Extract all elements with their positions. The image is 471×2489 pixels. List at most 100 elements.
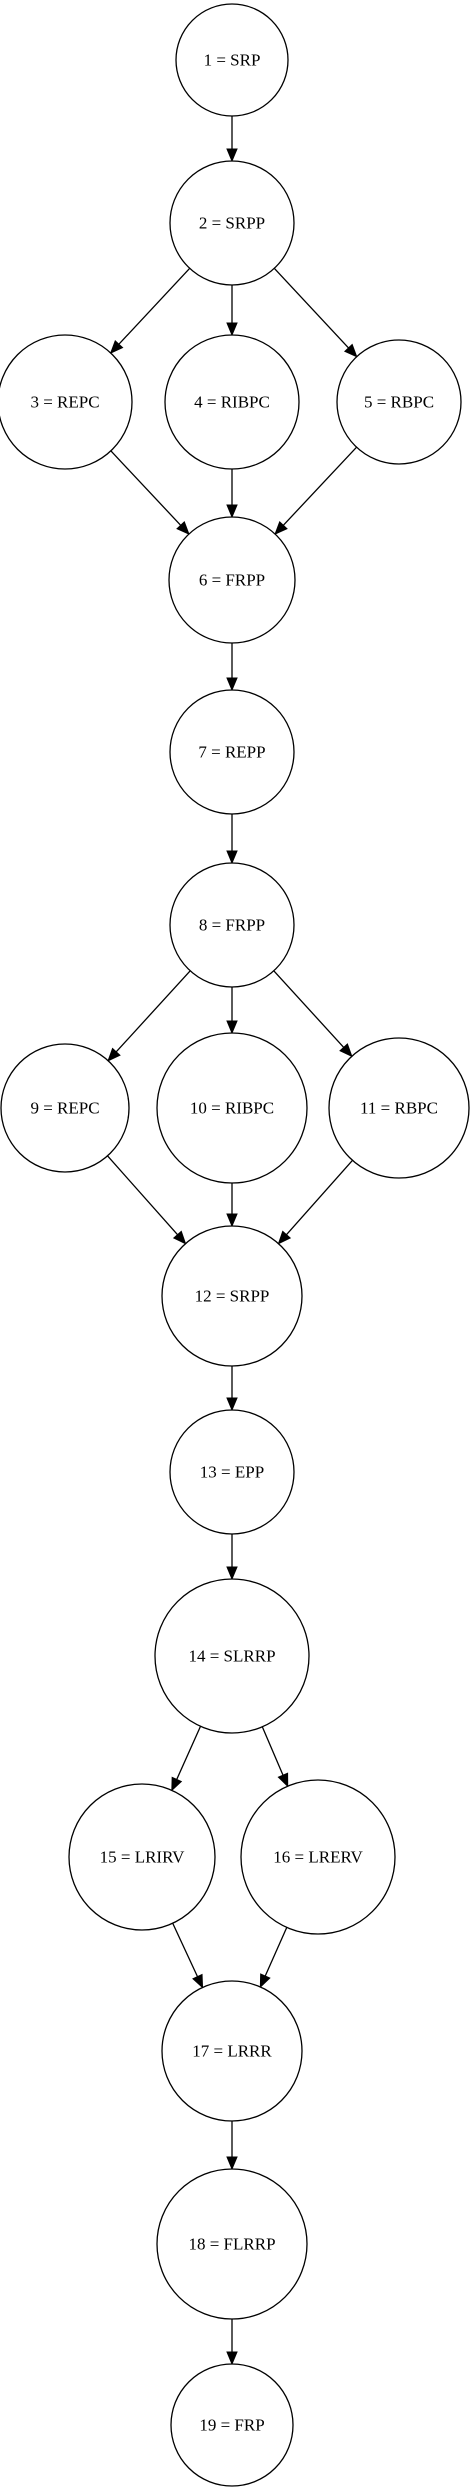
arrowhead-icon [277, 1230, 292, 1245]
node-19: 19 = FRP [170, 2363, 294, 2487]
edge-10-to-12 [226, 1183, 238, 1228]
node-label: 2 = SRPP [199, 214, 265, 233]
edge-14-to-16 [261, 1726, 289, 1788]
node-label: 1 = SRP [204, 51, 261, 70]
arrowhead-icon [226, 504, 238, 519]
node-label: 6 = FRPP [199, 571, 265, 590]
node-label: 18 = FLRRP [188, 2235, 275, 2254]
node-10: 10 = RIBPC [156, 1032, 308, 1184]
node-label: 12 = SRPP [195, 1287, 270, 1306]
node-label: 7 = REPP [198, 743, 265, 762]
node-label: 8 = FRPP [199, 916, 265, 935]
arrowhead-icon [226, 2156, 238, 2171]
node-circle [170, 2363, 294, 2487]
node-label: 14 = SLRRP [188, 1647, 275, 1666]
node-8: 8 = FRPP [169, 862, 295, 988]
node-circle [156, 2168, 308, 2320]
arrowhead-icon [172, 1230, 187, 1245]
node-circle [240, 1779, 396, 1935]
node-16: 16 = LRERV [240, 1779, 396, 1935]
arrowhead-icon [226, 850, 238, 865]
arrowhead-icon [277, 1772, 289, 1788]
node-label: 15 = LRIRV [100, 1848, 185, 1867]
arrowhead-icon [192, 1973, 204, 1989]
node-3: 3 = REPC [0, 334, 133, 470]
edge-2-to-3 [109, 267, 191, 354]
arrowhead-icon [226, 2351, 238, 2366]
node-circle [169, 862, 295, 988]
edge-8-to-9 [107, 970, 191, 1062]
edge-9-to-12 [107, 1155, 187, 1245]
node-label: 5 = RBPC [364, 393, 434, 412]
edge-line [172, 1922, 199, 1977]
node-17: 17 = LRRR [161, 1980, 303, 2122]
node-1: 1 = SRP [175, 3, 289, 117]
node-circle [0, 334, 133, 470]
node-label: 11 = RBPC [360, 1099, 438, 1118]
node-14: 14 = SLRRP [154, 1578, 310, 1734]
node-circle [161, 1980, 303, 2122]
arrowhead-icon [274, 521, 288, 536]
edge-line [264, 1927, 288, 1977]
node-circle [161, 1225, 303, 1367]
edge-line [176, 1726, 202, 1780]
arrowhead-icon [109, 339, 124, 354]
node-label: 4 = RIBPC [194, 393, 270, 412]
edge-13-to-14 [226, 1534, 238, 1581]
node-18: 18 = FLRRP [156, 2168, 308, 2320]
edge-6-to-7 [226, 643, 238, 692]
arrowhead-icon [171, 1776, 183, 1792]
node-4: 4 = RIBPC [164, 334, 300, 470]
node-13: 13 = EPP [169, 1409, 295, 1535]
node-circle [68, 1783, 216, 1931]
node-label: 3 = REPC [30, 393, 99, 412]
node-circle [336, 339, 462, 465]
node-7: 7 = REPP [169, 689, 295, 815]
node-2: 2 = SRPP [169, 160, 295, 286]
edges-layer [107, 116, 358, 2366]
edge-14-to-15 [171, 1726, 202, 1792]
node-label: 19 = FRP [199, 2416, 264, 2435]
nodes-layer: 1 = SRP 2 = SRPP 3 = REPC 4 = RIBPC 5 = RBPC… [0, 3, 470, 2487]
arrowhead-icon [176, 521, 190, 536]
node-label: 13 = EPP [200, 1463, 264, 1482]
arrowhead-icon [107, 1047, 121, 1062]
edge-line [115, 970, 191, 1053]
node-circle [169, 1409, 295, 1535]
node-6: 6 = FRPP [168, 516, 296, 644]
node-label: 10 = RIBPC [190, 1099, 274, 1118]
edge-line [261, 1726, 284, 1776]
node-label: 17 = LRRR [192, 2042, 272, 2061]
edge-line [110, 450, 182, 526]
node-label: 16 = LRERV [273, 1848, 363, 1867]
edge-3-to-6 [110, 450, 190, 536]
node-15: 15 = LRIRV [68, 1783, 216, 1931]
arrowhead-icon [343, 343, 358, 358]
node-12: 12 = SRPP [161, 1225, 303, 1367]
node-circle [164, 334, 300, 470]
edge-2-to-5 [273, 267, 358, 358]
edge-line [285, 1159, 353, 1236]
edge-18-to-19 [226, 2319, 238, 2366]
arrowhead-icon [226, 1397, 238, 1412]
node-circle [169, 689, 295, 815]
edge-11-to-12 [277, 1159, 353, 1245]
edge-line [273, 970, 345, 1048]
arrowhead-icon [259, 1973, 271, 1989]
edge-8-to-10 [226, 987, 238, 1035]
node-circle [169, 160, 295, 286]
arrowhead-icon [226, 1213, 238, 1228]
arrowhead-icon [226, 1566, 238, 1581]
arrowhead-icon [226, 677, 238, 692]
node-9: 9 = REPC [0, 1043, 130, 1173]
edge-17-to-18 [226, 2121, 238, 2171]
node-label: 9 = REPC [30, 1099, 99, 1118]
node-circle [175, 3, 289, 117]
edge-15-to-17 [172, 1922, 204, 1989]
edge-1-to-2 [226, 116, 238, 163]
arrowhead-icon [226, 148, 238, 163]
node-circle [328, 1037, 470, 1179]
edge-line [118, 267, 191, 345]
arrowhead-icon [339, 1043, 353, 1058]
